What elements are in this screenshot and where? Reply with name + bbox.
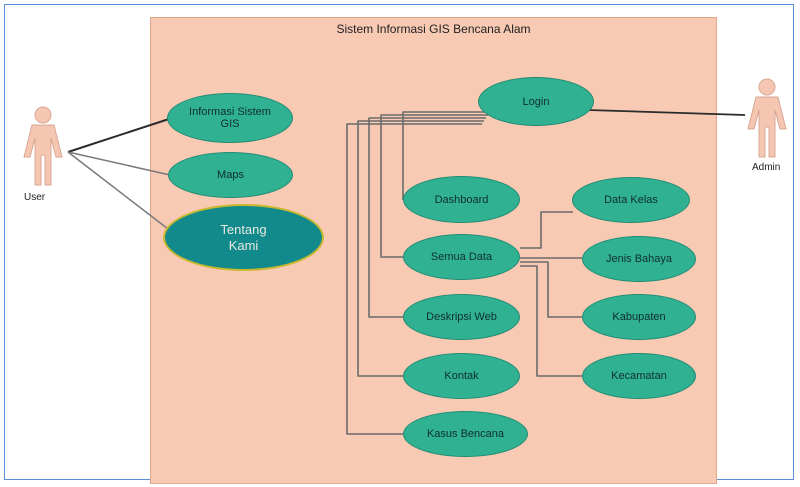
use-case-informasi-sistem-gis: Informasi Sistem GIS — [167, 93, 293, 143]
use-case-label: Kasus Bencana — [426, 428, 505, 440]
link-login-semua-data — [380, 114, 488, 258]
use-case-label: Login — [522, 95, 550, 108]
admin-actor-label: Admin — [752, 162, 781, 173]
use-case-label: Data Kelas — [604, 194, 658, 206]
use-case-deskripsi-web: Deskripsi Web — [403, 294, 520, 340]
use-case-label: Maps — [217, 169, 244, 181]
admin-actor-icon — [747, 78, 787, 158]
use-case-label: Deskripsi Web — [426, 311, 497, 323]
use-case-kecamatan: Kecamatan — [582, 353, 696, 399]
use-case-login: Login — [478, 77, 594, 126]
use-case-semua-data: Semua Data — [403, 234, 520, 280]
user-actor-icon — [23, 106, 63, 186]
use-case-label: Kabupaten — [612, 311, 666, 323]
link-login-dashboard — [402, 111, 490, 200]
use-case-dashboard: Dashboard — [403, 176, 520, 223]
use-case-jenis-bahaya: Jenis Bahaya — [582, 236, 696, 282]
use-case-maps: Maps — [168, 152, 293, 198]
assoc-user-tentang — [67, 151, 173, 233]
use-case-data-kelas: Data Kelas — [572, 177, 690, 223]
use-case-label: Kontak — [444, 370, 479, 382]
use-case-tentang-kami: Tentang Kami — [163, 204, 324, 271]
system-title: Sistem Informasi GIS Bencana Alam — [336, 22, 531, 36]
assoc-admin-login — [587, 109, 746, 116]
link-semua-kecamatan — [520, 265, 582, 377]
link-semua-kabupaten — [520, 261, 582, 318]
use-case-label: Semua Data — [430, 251, 493, 263]
link-login-kasus — [346, 123, 482, 435]
assoc-user-maps — [67, 151, 171, 176]
assoc-user-informasi — [67, 117, 173, 153]
use-case-kontak: Kontak — [403, 353, 520, 399]
link-login-deskripsi — [368, 117, 486, 318]
user-actor-label: User — [24, 192, 46, 203]
link-semua-kelas — [520, 211, 573, 249]
use-case-kabupaten: Kabupaten — [582, 294, 696, 340]
link-login-kontak — [357, 120, 484, 377]
use-case-label: Dashboard — [434, 193, 489, 206]
use-case-label: Informasi Sistem GIS — [189, 106, 271, 130]
use-case-label: Jenis Bahaya — [605, 253, 673, 265]
use-case-kasus-bencana: Kasus Bencana — [403, 411, 528, 457]
use-case-label: Tentang Kami — [220, 221, 267, 253]
use-case-label: Kecamatan — [611, 370, 667, 382]
